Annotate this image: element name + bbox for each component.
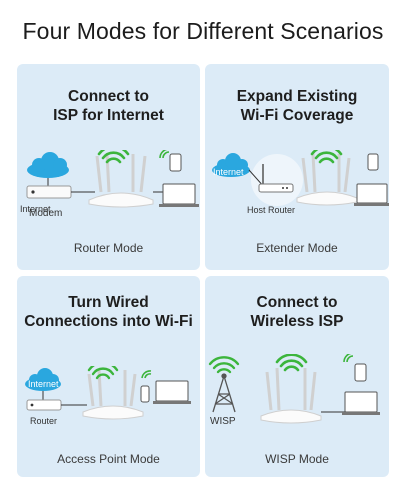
internet-label: Internet [213,167,244,177]
router-label: Router [30,416,58,426]
mode-label: Extender Mode [256,241,338,255]
cloud-icon [212,153,250,177]
tower-icon [212,373,236,413]
panel-heading: Connect to Wireless ISP [250,294,344,330]
host-router-label: Host Router [247,205,296,215]
router-icon [260,367,322,424]
laptop-icon [155,380,189,402]
extender-mode-illustration [212,150,389,206]
access-point-mode-panel: Turn Wired Connections into Wi-Fi Intern… [17,276,200,477]
router-icon [88,153,154,208]
mode-label: Access Point Mode [57,452,160,466]
extender-router-icon [296,153,358,206]
wifi-icon [208,356,240,374]
wisp-label: WISP [210,416,236,427]
access-point-icon [82,369,144,420]
panel-heading: Connect to ISP for Internet [53,88,164,124]
wifi-icon [87,366,119,380]
internet-label: Internet [20,204,51,214]
phone-icon [354,363,367,382]
host-router-icon [258,164,294,193]
cloud-icon [25,368,61,391]
internet-label: Internet [28,379,59,389]
page-title: Four Modes for Different Scenarios [22,18,384,44]
phone-icon [367,153,379,171]
panel-heading: Expand Existing Wi-Fi Coverage [236,88,358,124]
mode-label: Router Mode [73,241,144,255]
mode-label: WISP Mode [265,452,329,466]
wifi-icon [97,150,130,164]
phone-icon [140,385,150,403]
modem-label: Modem [29,208,63,219]
wifi-icon [275,354,308,372]
access-point-illustration [25,366,191,420]
phone-icon [169,153,182,172]
cloud-icon [27,152,69,178]
wifi-icon [310,150,343,164]
wisp-illustration [208,354,380,424]
router-mode-illustration [26,150,199,208]
laptop-icon [356,183,388,204]
panel-heading: Turn Wired Connections into Wi-Fi [24,294,193,330]
wisp-mode-panel: Connect to Wireless ISP WISP WISP Mode [205,276,389,477]
extender-mode-panel: Expand Existing Wi-Fi Coverage [205,64,389,270]
router-mode-panel: Connect to ISP for Internet Internet [17,64,200,270]
laptop-icon [344,391,378,413]
laptop-icon [162,183,196,205]
